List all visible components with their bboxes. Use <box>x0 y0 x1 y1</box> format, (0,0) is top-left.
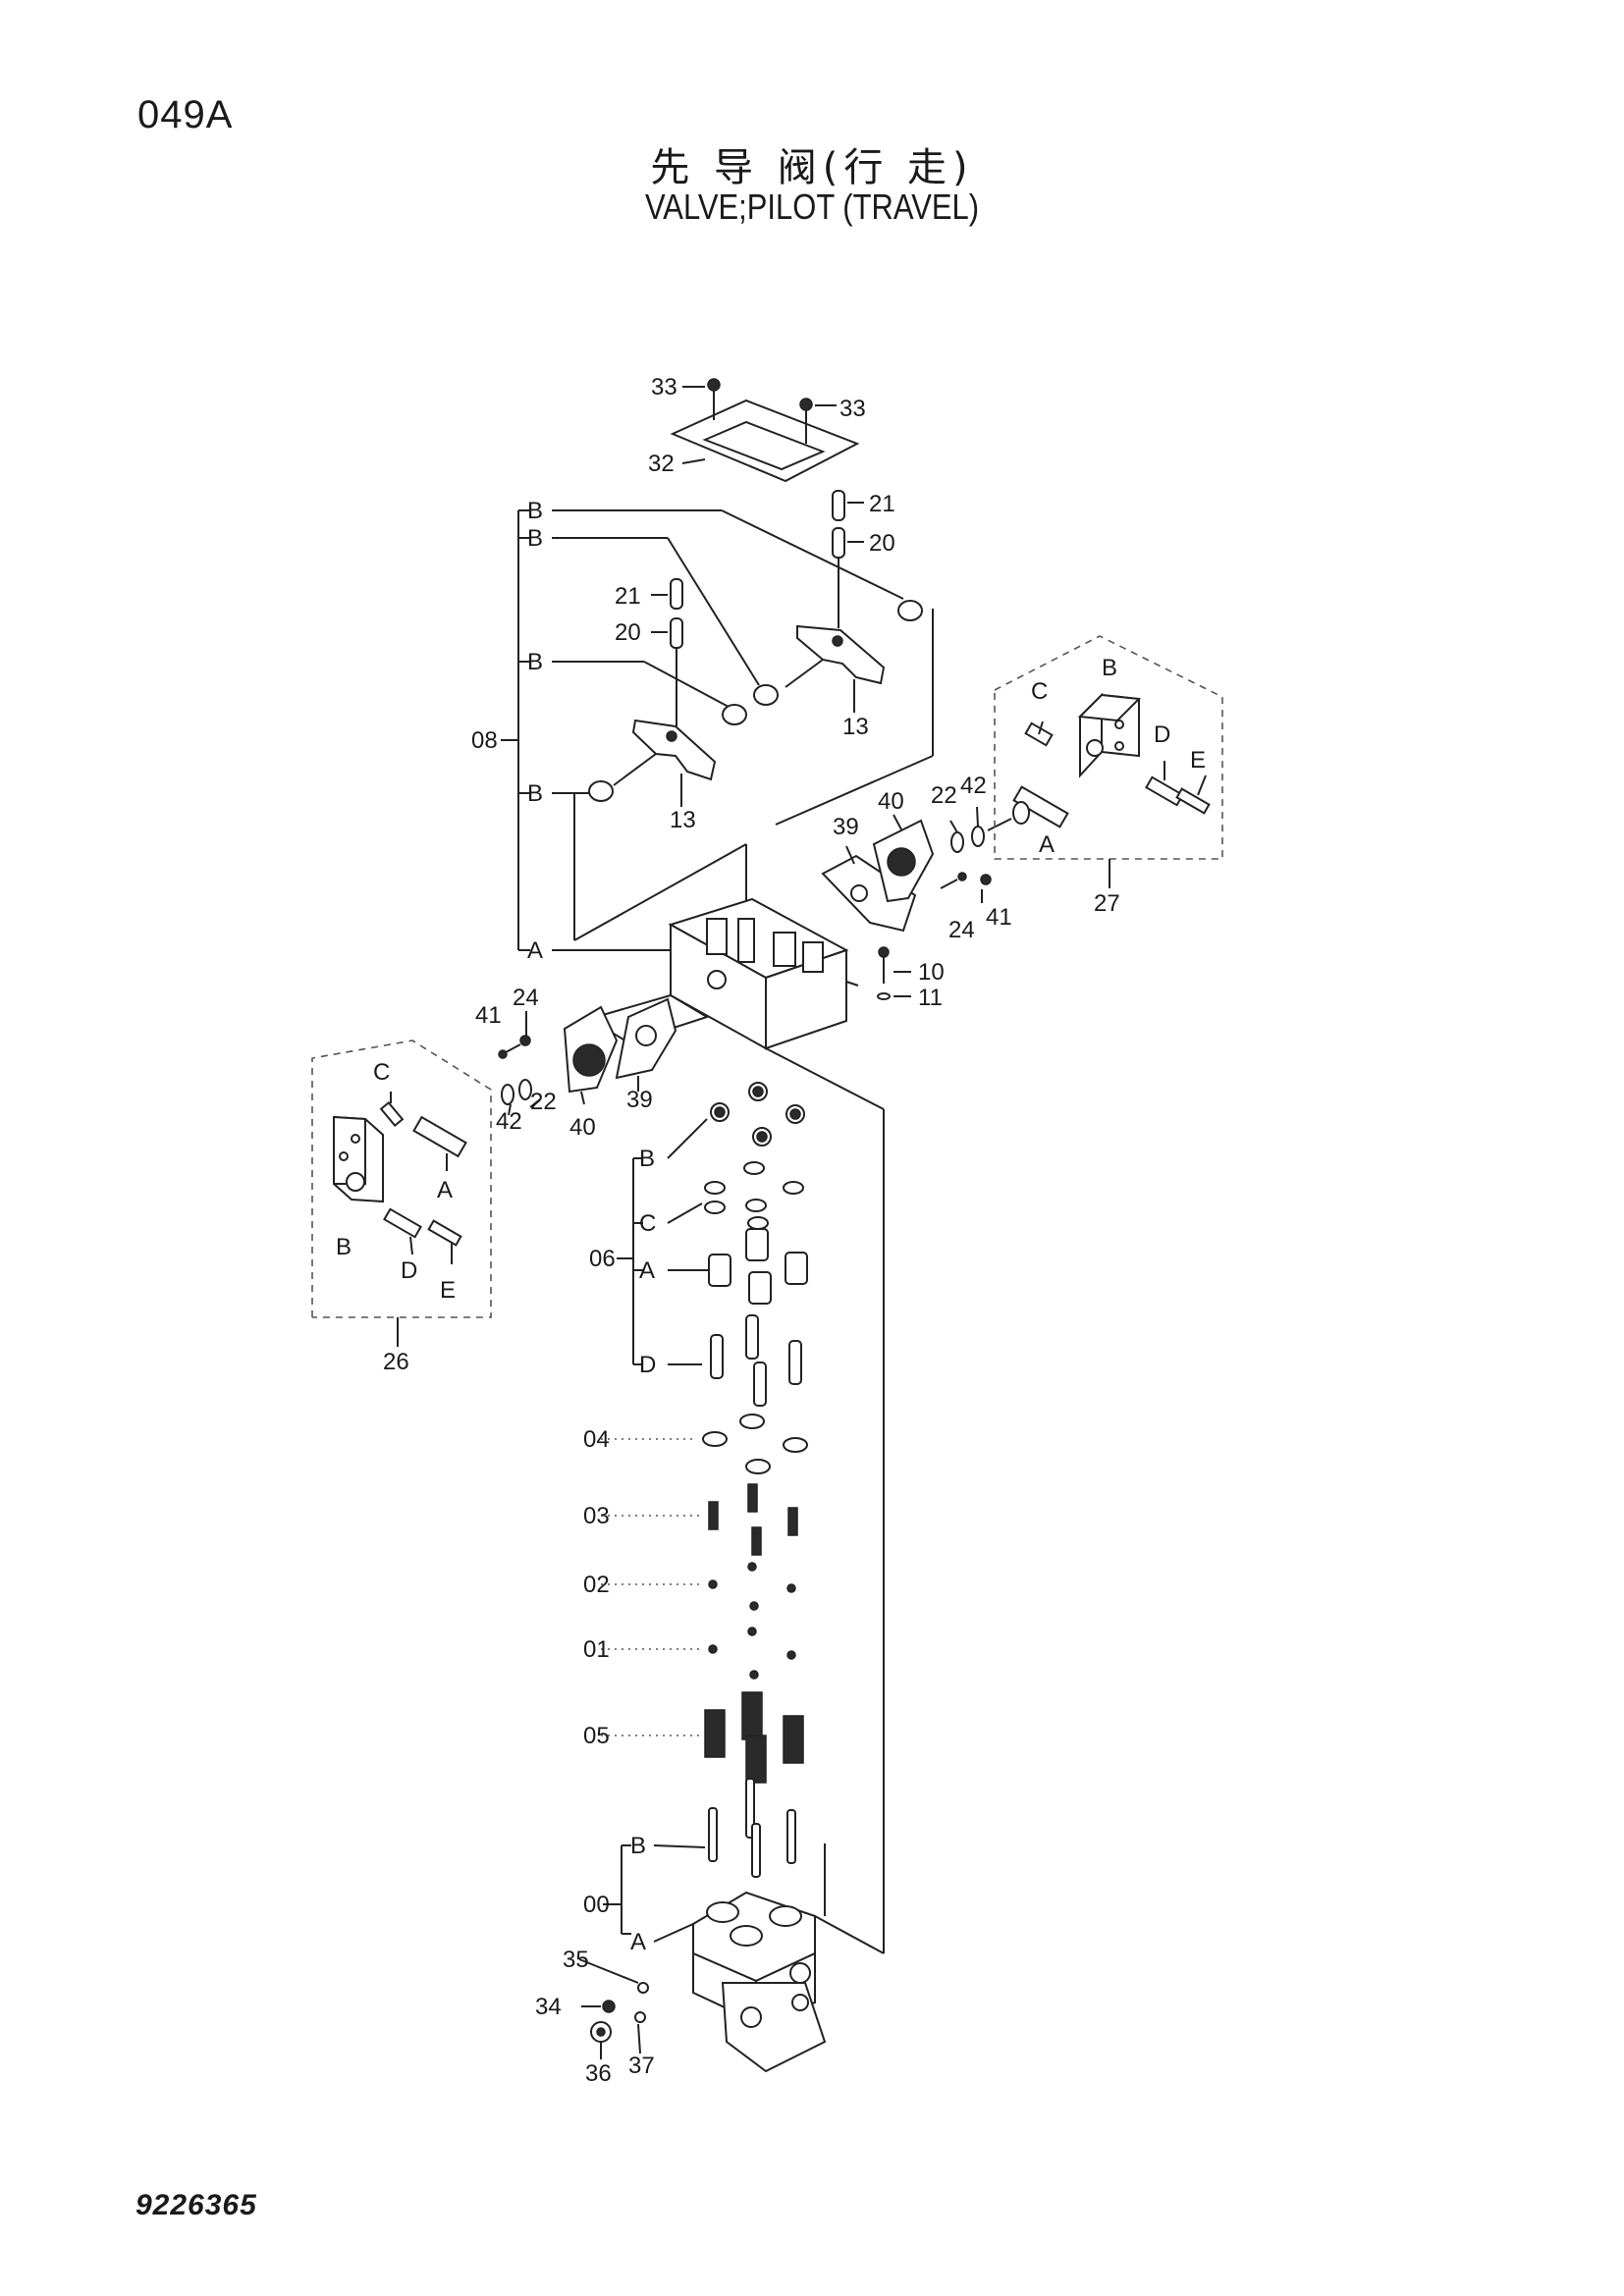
screw-left <box>707 378 721 420</box>
label-42-right: 42 <box>960 773 987 799</box>
label-32: 32 <box>648 451 675 477</box>
label-B-27: B <box>1102 655 1117 681</box>
pin-21 <box>832 490 845 521</box>
label-13-lower: 13 <box>670 807 696 833</box>
screw-10-11 <box>877 946 911 1000</box>
label-20-upper: 20 <box>869 530 895 557</box>
label-13-upper: 13 <box>842 714 869 740</box>
label-36: 36 <box>585 2060 612 2087</box>
label-B-08-4: B <box>527 780 543 807</box>
label-41-left: 41 <box>475 1002 502 1029</box>
label-B-00: B <box>630 1833 646 1859</box>
label-C-06: C <box>639 1210 656 1237</box>
label-B-08-3: B <box>527 649 543 675</box>
stack-parts <box>601 1414 808 1784</box>
bushes <box>588 600 923 802</box>
label-11: 11 <box>918 985 943 1011</box>
label-D-27: D <box>1154 721 1170 748</box>
label-20-lower: 20 <box>615 619 641 646</box>
label-02: 02 <box>583 1572 610 1598</box>
label-A-26: A <box>437 1177 453 1203</box>
label-C-26: C <box>373 1059 390 1086</box>
label-06: 06 <box>589 1246 616 1272</box>
label-40-left: 40 <box>569 1114 596 1141</box>
label-35: 35 <box>563 1947 589 1973</box>
label-D-06: D <box>639 1352 656 1378</box>
label-33-right: 33 <box>839 396 866 422</box>
label-21-lower: 21 <box>615 583 641 610</box>
label-21-upper: 21 <box>869 491 895 517</box>
label-27: 27 <box>1094 890 1120 917</box>
label-22-right: 22 <box>931 782 957 809</box>
label-39-right: 39 <box>833 814 859 840</box>
lever-upper <box>785 624 886 713</box>
bush <box>588 780 614 802</box>
title-english: VALVE;PILOT (TRAVEL) <box>644 187 980 227</box>
gasket-39-right <box>821 854 917 933</box>
bush <box>897 600 923 621</box>
label-34: 34 <box>535 1994 562 2020</box>
valve-body <box>586 897 885 1953</box>
left-cover-assembly <box>311 997 677 1347</box>
label-B-08-2: B <box>527 525 543 552</box>
label-39-left: 39 <box>626 1087 653 1113</box>
label-26: 26 <box>383 1349 409 1375</box>
title-chinese: 先 导 阀(行 走) <box>650 145 974 190</box>
label-24-right: 24 <box>948 917 975 943</box>
label-C-27: C <box>1031 678 1048 705</box>
label-01: 01 <box>583 1636 610 1663</box>
label-A-27: A <box>1039 831 1055 858</box>
label-B-08-1: B <box>527 498 543 524</box>
label-03: 03 <box>583 1503 610 1529</box>
label-E-27: E <box>1190 747 1206 774</box>
label-A-06: A <box>639 1257 655 1284</box>
label-08: 08 <box>471 727 498 754</box>
label-A-08: A <box>527 937 543 964</box>
cover-plate-window <box>702 420 826 471</box>
screw-right <box>799 398 813 444</box>
pin-21 <box>670 578 683 610</box>
label-05: 05 <box>583 1723 610 1749</box>
label-04: 04 <box>583 1426 610 1453</box>
label-40-right: 40 <box>878 788 904 815</box>
lever-lower <box>613 719 717 807</box>
part-labels: 33 33 32 21 20 21 20 13 13 08 B B B B A … <box>336 374 1206 2087</box>
pin-20 <box>670 617 683 649</box>
page-code: 049A <box>137 93 234 136</box>
label-37: 37 <box>628 2053 655 2079</box>
label-00: 00 <box>583 1892 610 1918</box>
label-22-left: 22 <box>530 1089 557 1115</box>
pins <box>651 490 864 726</box>
label-10: 10 <box>918 959 945 986</box>
label-41-right: 41 <box>986 904 1012 931</box>
label-D-26: D <box>401 1257 417 1284</box>
bush <box>722 704 747 725</box>
group-06 <box>617 1082 808 1407</box>
right-cover-assembly <box>821 635 1223 933</box>
label-33-left: 33 <box>651 374 677 400</box>
group-00 <box>578 1778 885 2073</box>
pin-20 <box>832 527 845 559</box>
label-A-00: A <box>630 1929 646 1955</box>
label-E-26: E <box>440 1277 456 1304</box>
label-B-26: B <box>336 1234 352 1260</box>
label-42-left: 42 <box>496 1108 522 1135</box>
drawing-number: 9226365 <box>135 2189 257 2221</box>
label-24-left: 24 <box>513 985 539 1011</box>
label-B-06: B <box>639 1146 655 1172</box>
cover-plate-assembly <box>670 378 860 483</box>
bush <box>753 684 779 706</box>
